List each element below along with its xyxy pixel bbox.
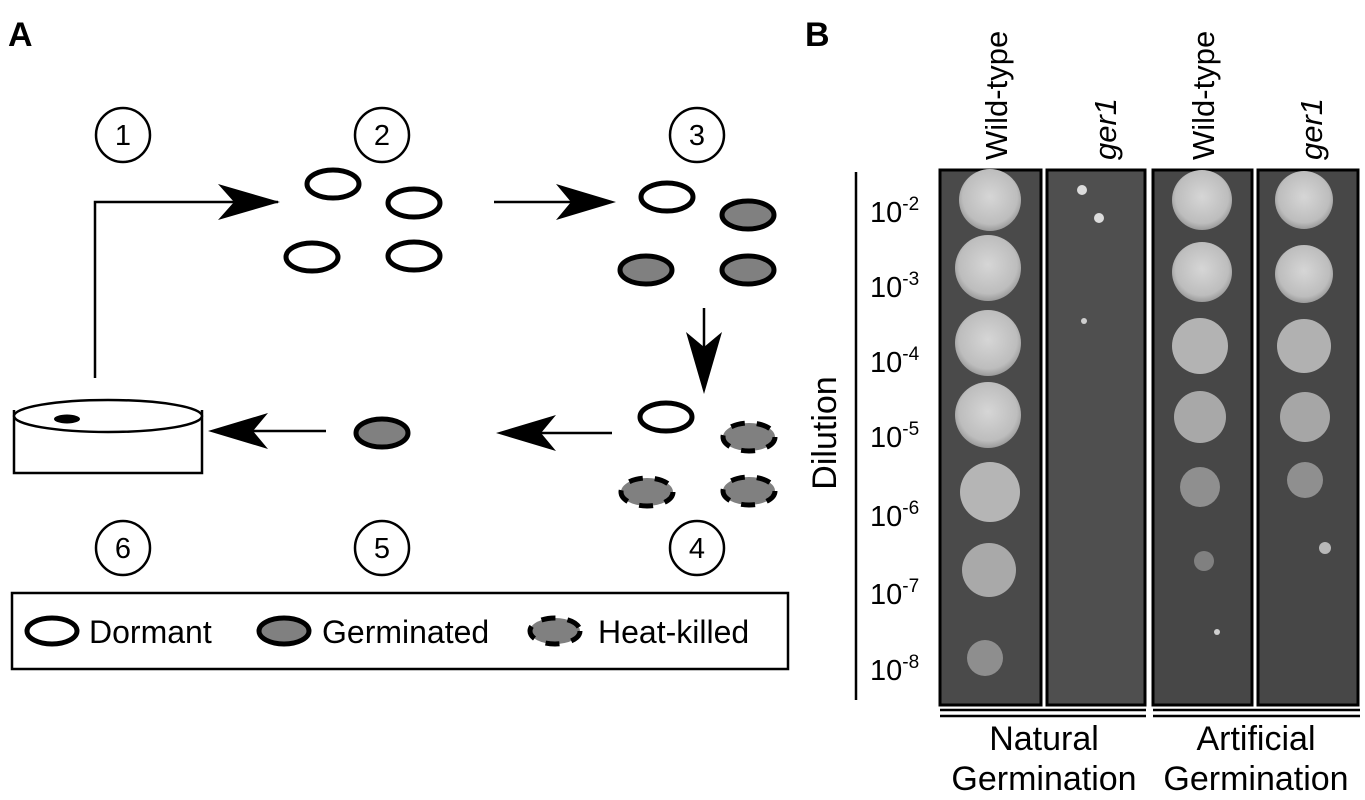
colony-spot <box>1287 462 1323 498</box>
colony-spot <box>1275 171 1333 229</box>
step-5-label: 5 <box>374 533 390 565</box>
arrowhead-5-to-6 <box>208 413 268 449</box>
plate-ger1-natural <box>1045 168 1147 707</box>
panel-b-letter: B <box>805 16 830 54</box>
dilution-axis-title: Dilution <box>806 376 844 489</box>
step-4-label: 4 <box>689 533 705 565</box>
colony-spot <box>1172 242 1232 302</box>
colony-spot <box>1319 542 1331 554</box>
colony-spot <box>955 382 1021 448</box>
legend: Dormant Germinated Heat-killed <box>10 591 790 671</box>
colony-spot <box>1180 467 1220 507</box>
step-6: 6 <box>94 519 152 577</box>
colony-spot <box>959 169 1021 231</box>
panel-a-letter: A <box>8 16 33 54</box>
colony-spot <box>1277 319 1331 373</box>
step-3: 3 <box>668 106 726 164</box>
colony-spot <box>1275 245 1333 303</box>
group-natural-line2: Germination <box>951 760 1136 798</box>
petri-dish <box>12 398 204 475</box>
panel-a: A 1 2 3 4 5 6 <box>8 16 790 671</box>
step-1-label: 1 <box>115 120 131 152</box>
group-artificial-line2: Germination <box>1163 760 1348 798</box>
colony-spots <box>955 169 1333 676</box>
arrow-1-to-2 <box>93 200 278 378</box>
arrowhead-4-to-5 <box>496 415 556 451</box>
group-artificial-line1: Artificial <box>1196 720 1315 758</box>
dilution-label: 10-6 <box>870 498 919 533</box>
step-3-label: 3 <box>689 120 705 152</box>
colony-spot <box>1214 629 1220 635</box>
arrowhead-1-to-2 <box>218 184 280 220</box>
colony-spot <box>1172 318 1228 374</box>
step-5: 5 <box>353 519 411 577</box>
step-2-label: 2 <box>374 120 390 152</box>
step-4-spores <box>618 400 778 509</box>
dilution-label: 10-8 <box>870 652 919 687</box>
legend-heat-killed-swatch <box>527 615 583 647</box>
legend-germinated-label: Germinated <box>322 614 489 650</box>
column-label-ger1-natural: ger1 <box>1088 98 1123 160</box>
group-natural-line1: Natural <box>989 720 1099 758</box>
column-label-wild-type-artificial: Wild-type <box>1186 31 1221 160</box>
colony-spot <box>962 543 1016 597</box>
dilution-label: 10-5 <box>870 419 919 454</box>
colony-spot <box>1174 391 1226 443</box>
colony-spot <box>1081 318 1087 324</box>
step-2-spores <box>283 167 443 274</box>
dilution-label: 10-2 <box>870 194 919 229</box>
legend-germinated-swatch <box>256 615 312 647</box>
colony-spot <box>1194 551 1214 571</box>
step-3-spores <box>617 180 777 287</box>
group-separators <box>940 708 1360 718</box>
step-6-label: 6 <box>115 533 131 565</box>
dilution-labels: 10-2 10-3 10-4 10-5 10-6 10-7 10-8 <box>870 194 920 687</box>
legend-heat-killed-label: Heat-killed <box>598 614 749 650</box>
colony-spot <box>955 310 1021 376</box>
colony-spot <box>967 640 1003 676</box>
colony-spot <box>1280 392 1330 442</box>
colony-spot <box>960 462 1020 522</box>
legend-dormant-swatch <box>24 615 80 647</box>
panel-b: B Wild-type ger1 Wild-type ger1 Dilution… <box>805 16 1360 798</box>
colony-spot <box>955 235 1021 301</box>
legend-dormant-label: Dormant <box>89 614 212 650</box>
step-2: 2 <box>353 106 411 164</box>
dilution-label: 10-4 <box>870 344 920 379</box>
colony-spot <box>1077 185 1087 195</box>
dilution-label: 10-3 <box>870 269 919 304</box>
arrowhead-3-to-4 <box>686 332 722 394</box>
dilution-label: 10-7 <box>870 576 919 611</box>
column-label-wild-type-natural: Wild-type <box>979 31 1014 160</box>
step-5-spore <box>353 416 411 450</box>
colony-spot <box>1094 213 1104 223</box>
step-4: 4 <box>668 519 726 577</box>
arrowhead-2-to-3 <box>556 184 616 220</box>
colony-spot <box>1172 170 1232 230</box>
step-1: 1 <box>94 106 152 164</box>
column-label-ger1-artificial: ger1 <box>1294 98 1329 160</box>
